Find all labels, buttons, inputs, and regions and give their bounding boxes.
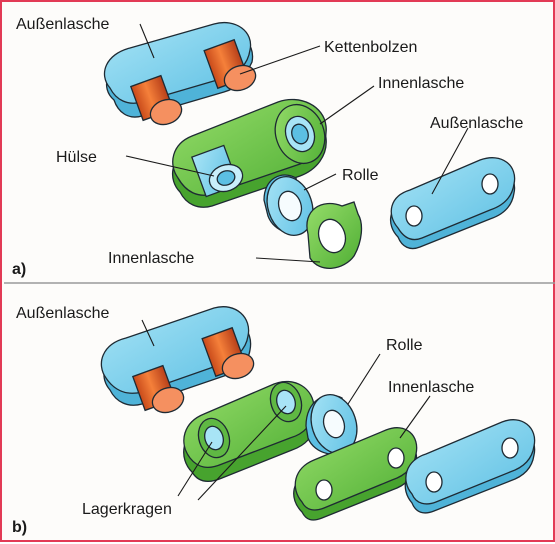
outer-plate-with-bolts-a [104, 23, 259, 129]
label-innenlasche-a1: Innenlasche [378, 75, 464, 92]
label-rolle-a: Rolle [342, 167, 379, 184]
label-rolle-b: Rolle [386, 337, 423, 354]
panel-a: Außenlasche Kettenbolzen Innenlasche Auß… [12, 16, 523, 278]
label-aussenlasche-a2: Außenlasche [430, 115, 523, 132]
outer-plate-right-b [405, 420, 534, 513]
outer-plate-right-a [391, 158, 515, 249]
panel-tag-b: b) [12, 519, 27, 536]
label-kettenbolzen: Kettenbolzen [324, 39, 417, 56]
label-aussenlasche-b: Außenlasche [16, 305, 109, 322]
label-huelse: Hülse [56, 149, 97, 166]
leader-innenlasche-a1 [320, 86, 374, 124]
leader-rolle-b [348, 354, 380, 404]
inner-plate-with-sleeves-a [173, 98, 333, 208]
label-aussenlasche-a1: Außenlasche [16, 16, 109, 33]
leader-innenlasche-b [400, 396, 430, 438]
label-innenlasche-a2: Innenlasche [108, 250, 194, 267]
panel-b: Außenlasche Rolle Innenlasche Lagerkrage… [12, 305, 535, 536]
outer-plate-with-bolts-b [101, 307, 257, 417]
label-lagerkragen: Lagerkragen [82, 501, 172, 518]
leader-rolle-a [304, 174, 336, 190]
loose-inner-plate-a [307, 202, 362, 268]
inner-plate-with-collars-b [184, 378, 316, 481]
label-innenlasche-b: Innenlasche [388, 379, 474, 396]
panel-tag-a: a) [12, 261, 26, 278]
